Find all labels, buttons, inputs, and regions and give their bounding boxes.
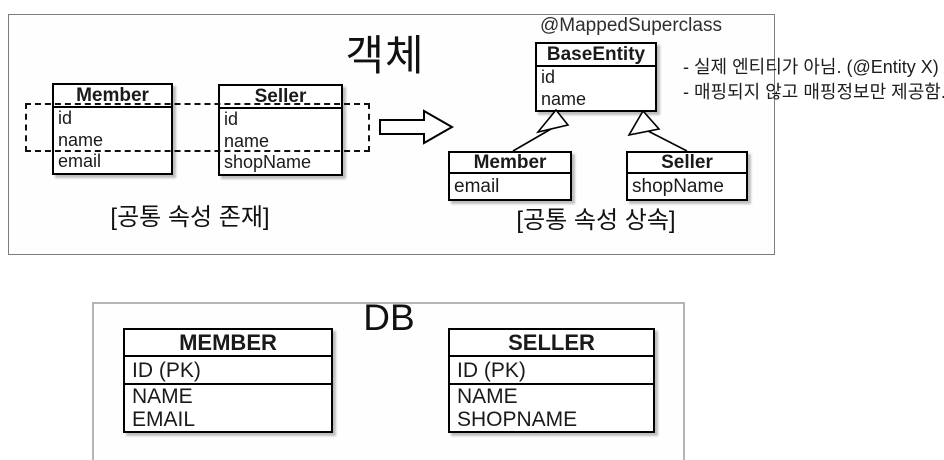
class-field: email <box>454 176 500 197</box>
db-table-title: SELLER <box>450 330 653 357</box>
note-mapping-info-only: - 매핑되지 않고 매핑정보만 제공함. <box>683 82 944 102</box>
class-field: id <box>541 67 556 87</box>
class-field: name <box>541 88 587 109</box>
db-pk-column: ID (PK) <box>125 357 331 385</box>
caption-common-attributes-exist: [공통 속성 존재] <box>110 204 270 231</box>
class-title: BaseEntity <box>537 44 655 67</box>
db-column: NAME <box>132 385 193 408</box>
class-title: Seller <box>628 153 746 174</box>
class-title: Seller <box>220 86 341 109</box>
db-section-title: DB <box>363 297 415 338</box>
db-table-member: MEMBER ID (PK) NAME EMAIL <box>123 328 333 433</box>
class-box-member-before: Member id name email <box>52 83 173 175</box>
db-column: SHOPNAME <box>457 408 578 431</box>
class-field: name <box>58 129 104 150</box>
note-not-an-entity: - 실제 엔티티가 아님. (@Entity X) <box>683 57 939 77</box>
class-title: Member <box>450 153 570 174</box>
class-field: id <box>58 108 73 128</box>
db-table-title: MEMBER <box>125 330 331 357</box>
object-section-title: 객체 <box>345 32 425 79</box>
class-field: email <box>58 151 102 171</box>
class-title: Member <box>54 85 171 108</box>
class-field: name <box>224 130 270 151</box>
db-pk-column: ID (PK) <box>450 357 653 385</box>
class-box-base-entity: BaseEntity id name <box>535 42 657 112</box>
db-column: NAME <box>457 385 518 408</box>
class-box-seller-after: Seller shopName <box>626 151 748 201</box>
mapped-superclass-annotation: @MappedSuperclass <box>540 15 722 36</box>
class-box-seller-before: Seller id name shopName <box>218 84 343 176</box>
class-field: shopName <box>224 152 312 172</box>
class-box-member-after: Member email <box>448 151 572 201</box>
class-field: shopName <box>632 176 724 197</box>
db-column: EMAIL <box>132 408 196 431</box>
caption-common-attributes-inherited: [공통 속성 상속] <box>516 207 676 234</box>
class-field: id <box>224 109 239 129</box>
db-table-seller: SELLER ID (PK) NAME SHOPNAME <box>448 328 655 433</box>
